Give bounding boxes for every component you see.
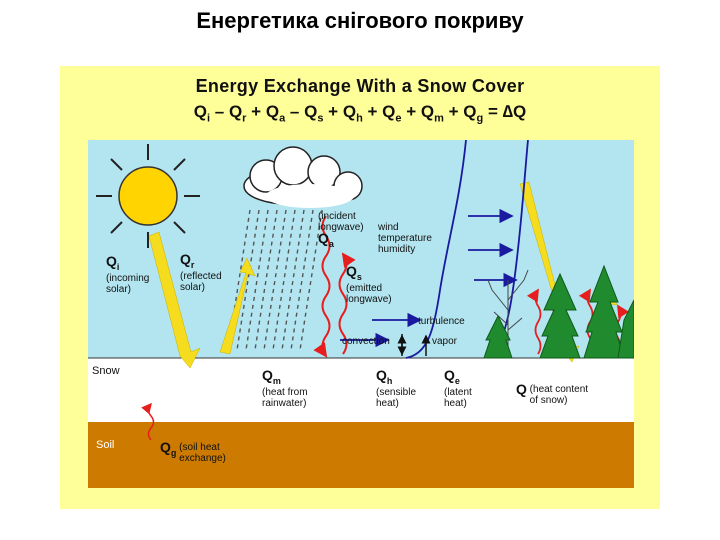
figure-title: Energy Exchange With a Snow Cover [60,76,660,97]
label-qe: Qe(latent heat) [444,370,472,409]
label-qh: Qh(sensible heat) [376,370,416,409]
label-q: Q (heat content of snow) [516,384,588,406]
sun-icon [96,144,200,248]
slide-title: Енергетика снігового покриву [0,8,720,34]
energy-balance-equation: Qi – Qr + Qa – Qs + Qh + Qe + Qm + Qg = … [60,102,660,124]
label-qm: Qm(heat from rainwater) [262,370,308,409]
label-vapor: vapor [432,336,457,347]
label-soil: Soil [96,440,114,451]
label-qr: Qr(reflected solar) [180,254,222,293]
label-qa: (incident longwave)Qa [318,211,364,250]
label-wind: wind temperature humidity [378,222,432,255]
snow-energy-diagram [88,140,634,488]
label-qs: Qs(emitted longwave) [346,266,392,305]
label-qi: Qi(incoming solar) [106,256,149,295]
label-snow: Snow [92,366,120,377]
label-qg: Qg (soil heat exchange) [160,442,226,464]
label-convection: convection [342,336,390,347]
label-turbulence: turbulence [418,316,465,327]
